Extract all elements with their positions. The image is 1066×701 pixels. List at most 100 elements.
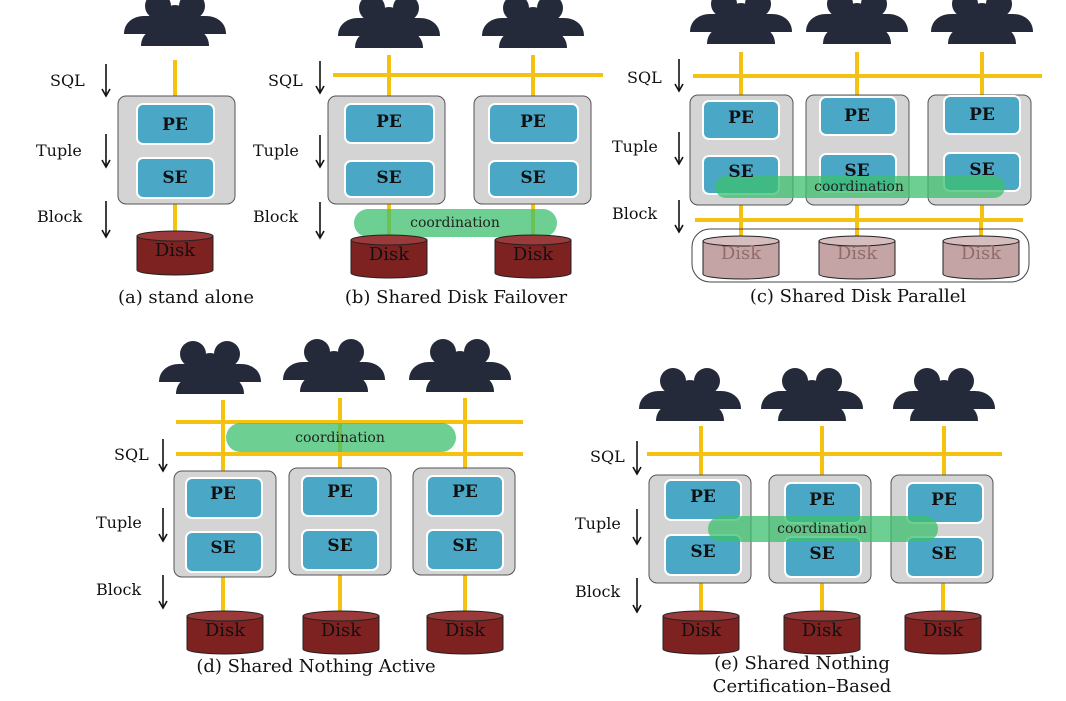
pe-label: PE — [520, 112, 546, 132]
disk-label: Disk — [802, 620, 843, 641]
down-arrow-icon — [315, 61, 325, 95]
tuple-label: Tuple — [96, 513, 142, 532]
down-arrow-icon — [632, 441, 642, 476]
down-arrow-icon — [674, 59, 684, 93]
pe-label: PE — [210, 484, 236, 504]
disk-label: Disk — [369, 244, 410, 265]
pe-box — [426, 475, 504, 517]
pe-box — [488, 103, 579, 144]
disk-cylinder-icon — [302, 610, 380, 655]
tuple-label: Tuple — [253, 141, 299, 160]
se-box — [136, 157, 215, 199]
caption-d: (d) Shared Nothing Active — [196, 656, 435, 677]
disk-cylinder-icon — [136, 230, 214, 276]
down-arrow-icon — [674, 200, 684, 234]
pe-box — [301, 475, 379, 517]
disk-label: Disk — [321, 620, 362, 641]
down-arrow-icon — [315, 135, 325, 169]
block-label: Block — [96, 580, 141, 599]
disk-cylinder-icon — [904, 610, 982, 655]
pe-label: PE — [809, 490, 835, 510]
pe-box — [664, 479, 742, 521]
caption-a: (a) stand alone — [118, 287, 254, 308]
se-label: SE — [520, 168, 545, 188]
caption-b: (b) Shared Disk Failover — [345, 287, 568, 308]
tuple-label: Tuple — [36, 141, 82, 160]
coordination-label: coordination — [814, 179, 904, 195]
user-group-icon — [283, 339, 385, 392]
block-label: Block — [612, 204, 657, 223]
sql-label: SQL — [114, 445, 149, 464]
pe-box — [906, 482, 984, 524]
se-box — [426, 529, 504, 571]
tuple-label: Tuple — [575, 514, 621, 533]
panel-b: SQL Tuple Block PE SE PE SE coordination… — [253, 71, 568, 308]
down-arrow-icon — [101, 64, 111, 98]
user-group-icon — [761, 368, 863, 421]
tuple-label: Tuple — [612, 137, 658, 156]
caption-c: (c) Shared Disk Parallel — [750, 286, 967, 307]
pe-box — [819, 96, 897, 136]
user-group-icon — [639, 368, 741, 421]
caption-e-line1: (e) Shared Nothing — [714, 653, 890, 674]
panel-a: SQL Tuple Block PE SE Disk (a) stand alo… — [36, 71, 254, 308]
disk-label: Disk — [721, 243, 762, 264]
se-label: SE — [969, 160, 994, 180]
disk-label: Disk — [155, 240, 196, 261]
pe-label: PE — [376, 112, 402, 132]
se-label: SE — [931, 544, 956, 564]
pe-label: PE — [969, 105, 995, 125]
down-arrow-icon — [101, 201, 111, 239]
se-label: SE — [690, 542, 715, 562]
pe-label: PE — [452, 482, 478, 502]
pe-box — [943, 95, 1021, 135]
disk-label: Disk — [445, 620, 486, 641]
block-label: Block — [37, 207, 82, 226]
user-group-icon — [931, 0, 1033, 44]
se-label: SE — [210, 538, 235, 558]
se-label: SE — [376, 168, 401, 188]
se-label: SE — [844, 161, 869, 181]
disk-cylinder-icon — [494, 234, 572, 279]
pe-label: PE — [327, 482, 353, 502]
user-group-icon — [806, 0, 908, 44]
se-box — [301, 529, 379, 571]
down-arrow-icon — [101, 134, 111, 169]
coordination-bar — [354, 209, 557, 237]
disk-label: Disk — [961, 243, 1002, 264]
pe-box — [702, 100, 780, 140]
disk-cylinder-icon — [426, 610, 504, 655]
user-group-icon — [690, 0, 792, 44]
user-group-icon — [338, 0, 440, 48]
se-label: SE — [452, 536, 477, 556]
disk-label: Disk — [513, 244, 554, 265]
se-box — [906, 536, 984, 578]
user-group-icon — [482, 0, 584, 48]
sql-label: SQL — [627, 68, 662, 87]
disk-label: Disk — [837, 243, 878, 264]
disk-group-frame — [691, 228, 1030, 283]
coordination-label: coordination — [777, 521, 867, 537]
block-label: Block — [575, 582, 620, 601]
caption-e-line2: Certification–Based — [713, 676, 892, 697]
disk-cylinder-icon — [350, 234, 428, 279]
down-arrow-icon — [674, 132, 684, 166]
down-arrow-icon — [315, 202, 325, 240]
pe-label: PE — [844, 106, 870, 126]
pe-box — [344, 103, 435, 144]
se-box — [488, 160, 579, 198]
panel-d: SQL Tuple Block coordination PE SE PE SE… — [96, 430, 486, 677]
pe-label: PE — [728, 108, 754, 128]
se-box — [664, 534, 742, 576]
se-box — [185, 531, 263, 573]
pe-label: PE — [162, 115, 188, 135]
panel-e: SQL Tuple Block PE SE PE SE PE SE coordi… — [575, 447, 964, 697]
panel-c: SQL Tuple Block PE SE PE SE PE SE coordi… — [612, 68, 1002, 307]
coordination-label: coordination — [295, 430, 385, 446]
down-arrow-icon — [158, 575, 168, 610]
disk-label: Disk — [205, 620, 246, 641]
se-box — [344, 160, 435, 198]
pe-box — [136, 103, 215, 145]
se-label: SE — [327, 536, 352, 556]
